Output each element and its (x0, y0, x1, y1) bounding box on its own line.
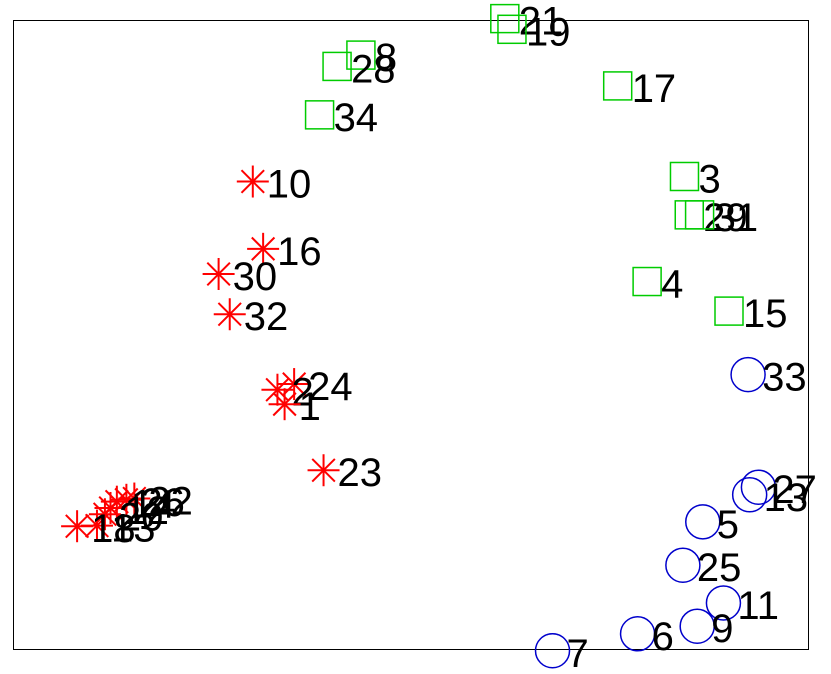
asterisk-marker (213, 298, 246, 331)
point-label: 22 (148, 480, 193, 524)
point-label: 31 (714, 196, 759, 240)
square-marker (322, 51, 352, 82)
square-marker (714, 296, 744, 326)
plot-frame (13, 20, 809, 650)
point-label: 24 (308, 365, 353, 409)
square-marker (684, 200, 715, 230)
square-marker (669, 161, 700, 192)
point-label: 6 (652, 615, 674, 659)
point-label: 10 (267, 163, 312, 207)
square-marker (490, 3, 520, 34)
point-label: 1 (299, 385, 321, 429)
circle-marker (619, 616, 656, 652)
point-label: 7 (567, 632, 589, 674)
point-label: 4 (661, 263, 683, 307)
circle-marker (685, 504, 721, 540)
asterisk-marker (307, 454, 340, 487)
point-label: 33 (762, 356, 807, 400)
circle-marker (679, 608, 715, 644)
square-marker (346, 40, 376, 70)
circle-marker (740, 469, 777, 505)
point-label: 5 (717, 503, 739, 547)
point-label: 18 (91, 507, 136, 551)
point-label: 34 (334, 96, 379, 140)
point-label: 13 (111, 507, 156, 551)
point-label: 28 (351, 47, 396, 91)
point-label: 23 (338, 451, 383, 495)
circle-marker (730, 356, 766, 393)
point-label: 26 (140, 481, 185, 525)
point-label: 13 (764, 476, 809, 520)
circle-marker (731, 477, 768, 513)
point-label: 29 (703, 196, 748, 240)
point-label: 3 (698, 157, 720, 201)
point-label: 12 (124, 489, 168, 533)
point-label: 15 (743, 292, 788, 336)
point-label: 19 (526, 10, 571, 54)
point-label: 27 (772, 468, 817, 512)
point-label: 30 (233, 255, 277, 299)
asterisk-marker (80, 509, 113, 542)
asterisk-marker (61, 510, 94, 543)
asterisk-marker (236, 165, 269, 198)
circle-marker (705, 585, 742, 621)
point-label: 8 (375, 36, 397, 80)
point-label: 9 (711, 607, 733, 651)
square-marker (304, 100, 335, 130)
point-label: 20 (119, 495, 164, 539)
square-marker (674, 200, 704, 230)
asterisk-marker (268, 388, 301, 421)
circle-marker (665, 547, 701, 583)
point-label: 16 (277, 230, 322, 274)
point-label: 25 (697, 546, 742, 590)
point-label: 14 (131, 483, 176, 527)
asterisk-marker (202, 257, 235, 290)
point-label: 17 (632, 67, 677, 111)
point-label: 11 (737, 584, 779, 628)
square-marker (497, 14, 527, 45)
circle-marker (534, 633, 571, 669)
square-marker (632, 266, 662, 297)
point-label: 32 (244, 295, 288, 339)
asterisk-marker (247, 232, 280, 265)
square-marker (602, 71, 633, 101)
